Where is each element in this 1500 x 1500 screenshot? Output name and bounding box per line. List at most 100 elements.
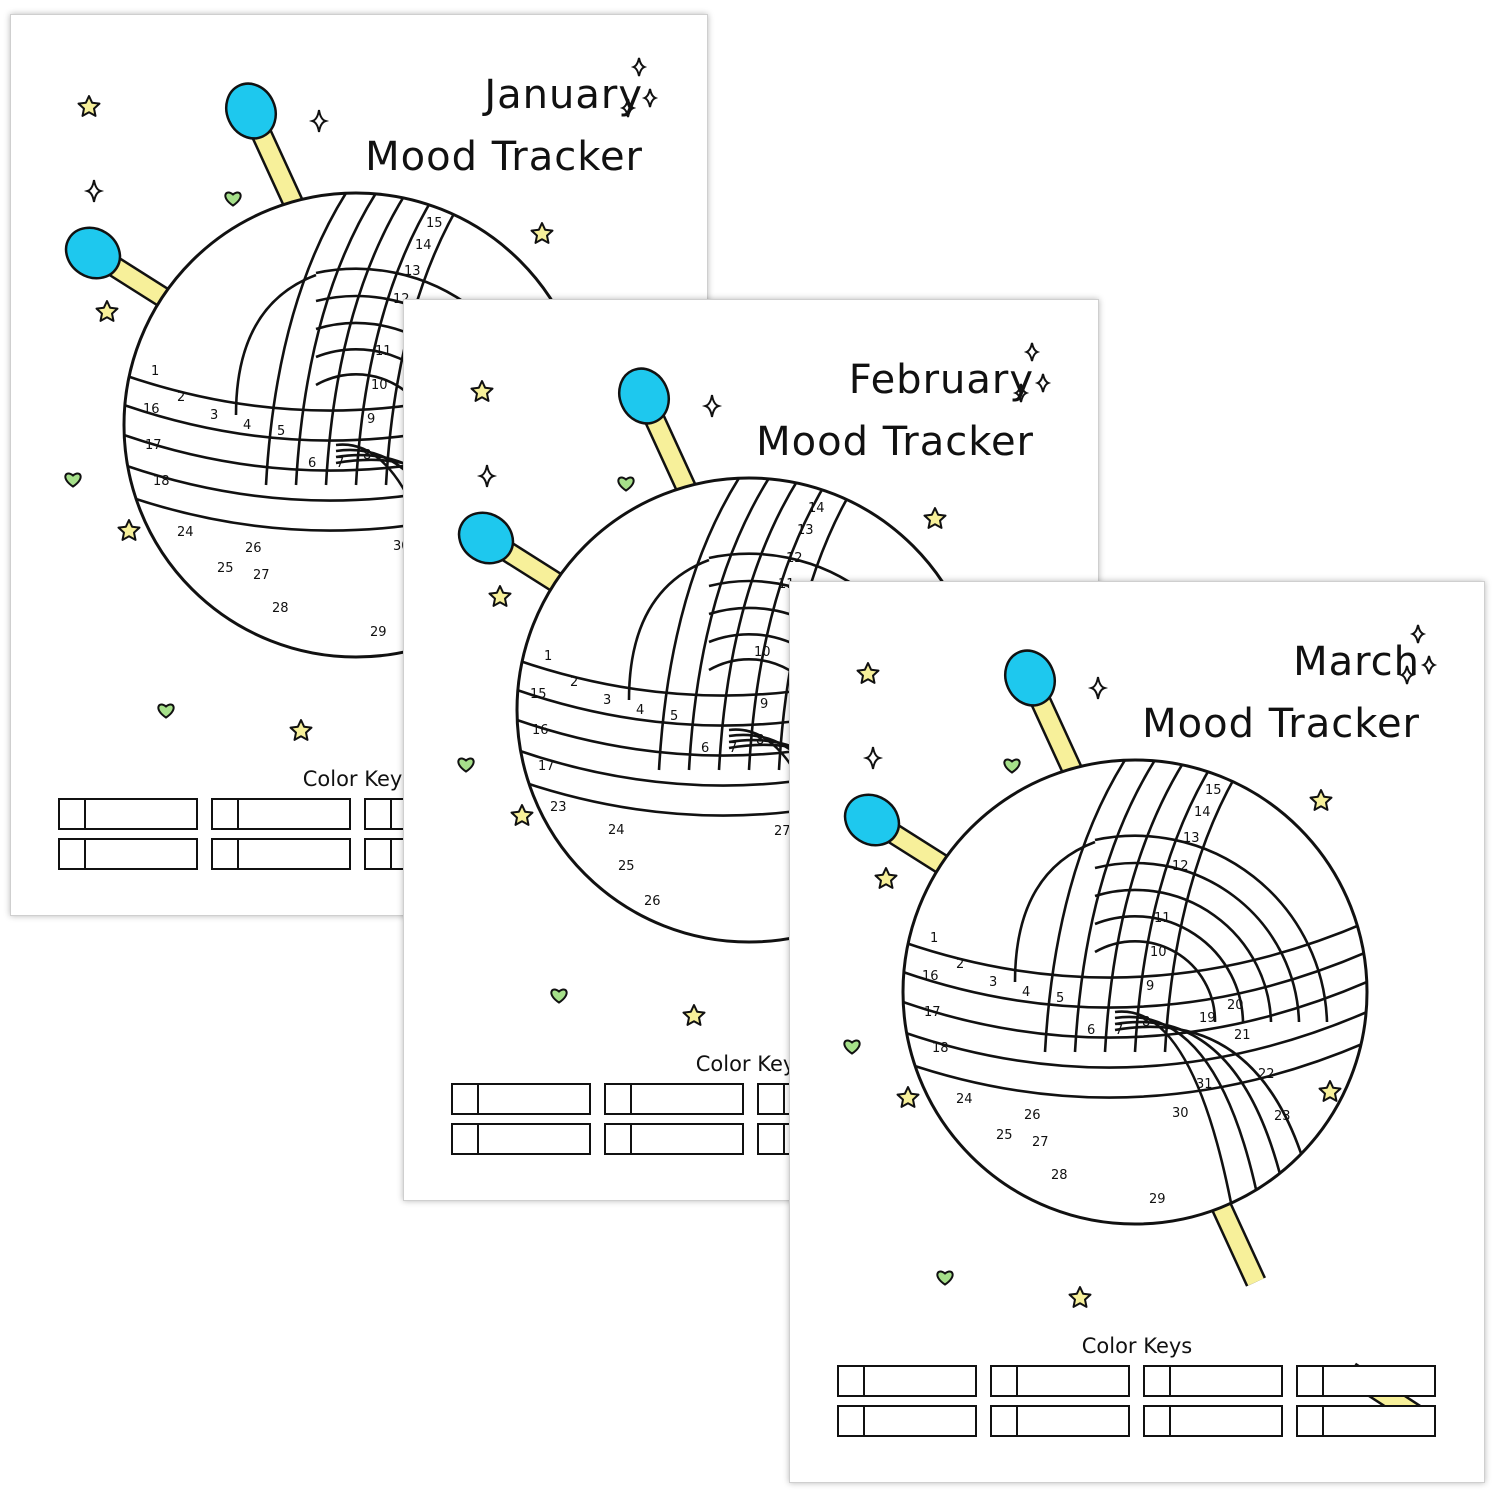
heart-icon [936,1270,954,1286]
color-key-swatch[interactable] [606,1125,632,1153]
day-number-16: 16 [922,969,939,984]
sparkle-icon [701,394,723,418]
day-number-13: 13 [404,264,421,279]
color-key-swatch[interactable] [453,1125,479,1153]
sparkle-icon [1023,342,1041,362]
color-key-swatch[interactable] [1298,1407,1324,1435]
color-key-box[interactable] [451,1083,591,1115]
color-key-box[interactable] [1143,1365,1283,1397]
color-key-swatch[interactable] [1145,1407,1171,1435]
day-number-4: 4 [636,703,644,718]
color-key-swatch[interactable] [992,1367,1018,1395]
day-number-4: 4 [1022,985,1030,1000]
sparkle-icon [862,746,884,770]
heart-icon [224,191,242,207]
color-key-swatch[interactable] [759,1125,785,1153]
day-number-13: 13 [797,523,814,538]
day-number-18: 18 [932,1041,949,1056]
color-keys-label: Color Keys [1081,1334,1193,1358]
color-key-box[interactable] [1296,1365,1436,1397]
day-number-8: 8 [1142,1015,1150,1030]
color-key-box[interactable] [451,1123,591,1155]
color-key-box[interactable] [837,1405,977,1437]
sparkle-icon [1012,383,1030,403]
sparkle-icon [476,464,498,488]
day-number-7: 7 [1115,1023,1123,1038]
day-number-24: 24 [608,823,625,838]
color-key-swatch[interactable] [366,840,392,868]
color-key-swatch[interactable] [1298,1367,1324,1395]
color-key-swatch[interactable] [759,1085,785,1113]
color-key-swatch[interactable] [992,1407,1018,1435]
color-key-box[interactable] [1143,1405,1283,1437]
color-key-box[interactable] [837,1365,977,1397]
sparkle-icon [641,88,659,108]
color-key-box[interactable] [604,1123,744,1155]
day-number-28: 28 [272,601,289,616]
color-key-swatch[interactable] [839,1367,865,1395]
color-key-swatch[interactable] [453,1085,479,1113]
sheet-subtitle: Mood Tracker [756,419,1034,465]
day-number-4: 4 [243,418,251,433]
yarn-ball-icon [901,758,1369,1226]
color-key-grid [837,1365,1447,1437]
star-icon [289,719,313,741]
day-number-10: 10 [1150,945,1167,960]
day-number-17: 17 [145,438,162,453]
day-number-15: 15 [530,687,547,702]
day-number-8: 8 [363,448,371,463]
day-number-5: 5 [670,709,678,724]
sparkle-icon [630,57,648,77]
sparkle-icon [1409,624,1427,644]
color-key-swatch[interactable] [366,800,392,828]
day-number-25: 25 [618,859,635,874]
color-key-swatch[interactable] [60,800,86,828]
day-number-21: 21 [1234,1028,1251,1043]
sparkle-icon [83,179,105,203]
color-keys-label: Color Keys [695,1052,807,1076]
color-key-swatch[interactable] [213,840,239,868]
color-key-swatch[interactable] [839,1407,865,1435]
color-key-box[interactable] [990,1405,1130,1437]
day-number-2: 2 [177,390,185,405]
color-key-swatch[interactable] [606,1085,632,1113]
day-number-1: 1 [544,649,552,664]
day-number-17: 17 [538,759,555,774]
color-key-swatch[interactable] [213,800,239,828]
color-key-swatch[interactable] [60,840,86,868]
day-number-30: 30 [1172,1106,1189,1121]
day-number-11: 11 [375,344,392,359]
day-number-9: 9 [367,412,375,427]
day-number-3: 3 [603,693,611,708]
heart-icon [617,476,635,492]
star-icon [488,585,512,607]
day-number-1: 1 [151,364,159,379]
day-number-5: 5 [1056,991,1064,1006]
sheet-subtitle: Mood Tracker [365,134,643,180]
day-number-2: 2 [570,675,578,690]
day-number-10: 10 [371,378,388,393]
color-key-box[interactable] [211,798,351,830]
day-number-6: 6 [308,456,316,471]
color-key-swatch[interactable] [1145,1367,1171,1395]
day-number-6: 6 [1087,1023,1095,1038]
day-number-2: 2 [956,957,964,972]
star-icon [682,1004,706,1026]
month-title: March [1293,639,1420,685]
color-key-box[interactable] [58,798,198,830]
day-number-31: 31 [1196,1077,1213,1092]
day-number-27: 27 [253,568,270,583]
day-number-16: 16 [532,723,549,738]
color-key-box[interactable] [990,1365,1130,1397]
sparkle-icon [1398,665,1416,685]
day-number-15: 15 [426,216,443,231]
color-key-box[interactable] [58,838,198,870]
day-number-6: 6 [701,741,709,756]
day-number-14: 14 [415,238,432,253]
star-icon [530,222,554,244]
color-key-box[interactable] [604,1083,744,1115]
heart-icon [157,703,175,719]
color-key-box[interactable] [211,838,351,870]
color-key-box[interactable] [1296,1405,1436,1437]
star-icon [95,300,119,322]
